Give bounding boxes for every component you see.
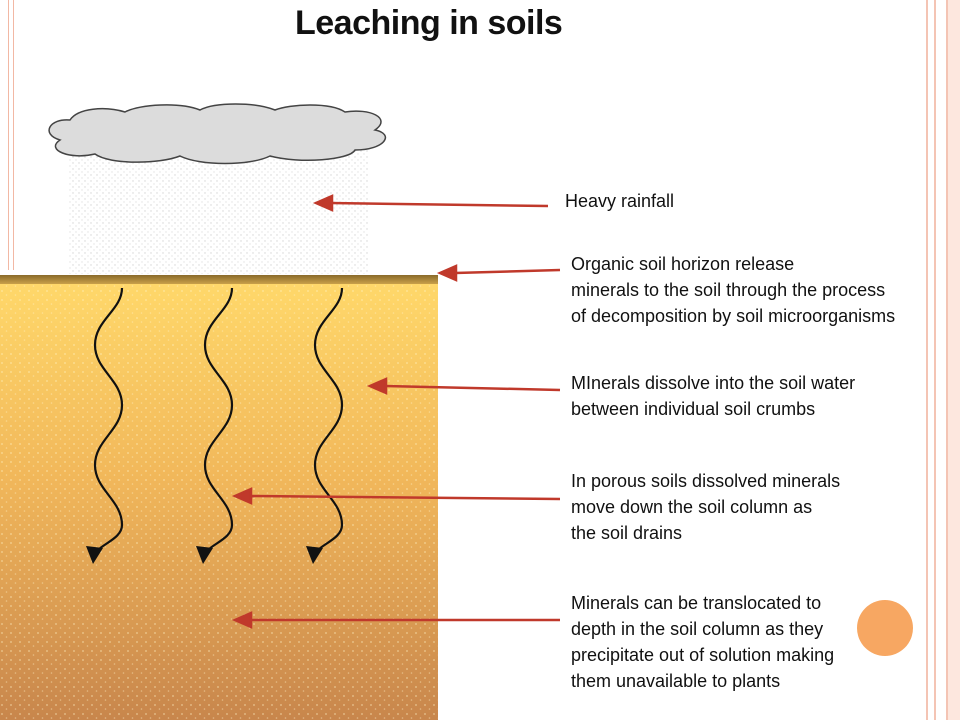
slide-border-left xyxy=(8,0,14,270)
cloud xyxy=(48,103,387,165)
arrow-organic-horizon xyxy=(454,268,561,275)
flow-arrowhead xyxy=(306,546,323,564)
label-heavy-rainfall: Heavy rainfall xyxy=(565,191,675,211)
flow-arrowhead xyxy=(86,546,103,564)
arrow-porous xyxy=(249,494,561,501)
label-translocated: Minerals can be translocated to depth in… xyxy=(571,593,835,691)
pointer-arrows xyxy=(231,194,561,629)
arrow-dissolve xyxy=(384,384,561,392)
leaching-flow-line xyxy=(203,287,234,556)
label-minerals-dissolve: MInerals dissolve into the soil water be… xyxy=(571,373,856,419)
flow-arrowheads xyxy=(86,546,323,564)
slide-border-right xyxy=(920,0,960,720)
label-porous-soils: In porous soils dissolved minerals move … xyxy=(571,471,841,543)
arrow-rainfall xyxy=(329,201,549,208)
label-organic-horizon: Organic soil horizon release minerals to… xyxy=(571,254,896,326)
slide-accent-dot xyxy=(857,600,913,656)
diagram-title: Leaching in soils xyxy=(295,4,563,42)
leaching-flow-lines xyxy=(93,287,344,556)
flow-arrowhead xyxy=(196,546,213,564)
rain-column xyxy=(68,150,368,274)
leaching-flow-line xyxy=(313,287,344,556)
organic-horizon-layer xyxy=(0,275,438,284)
leaching-flow-line xyxy=(93,287,124,556)
